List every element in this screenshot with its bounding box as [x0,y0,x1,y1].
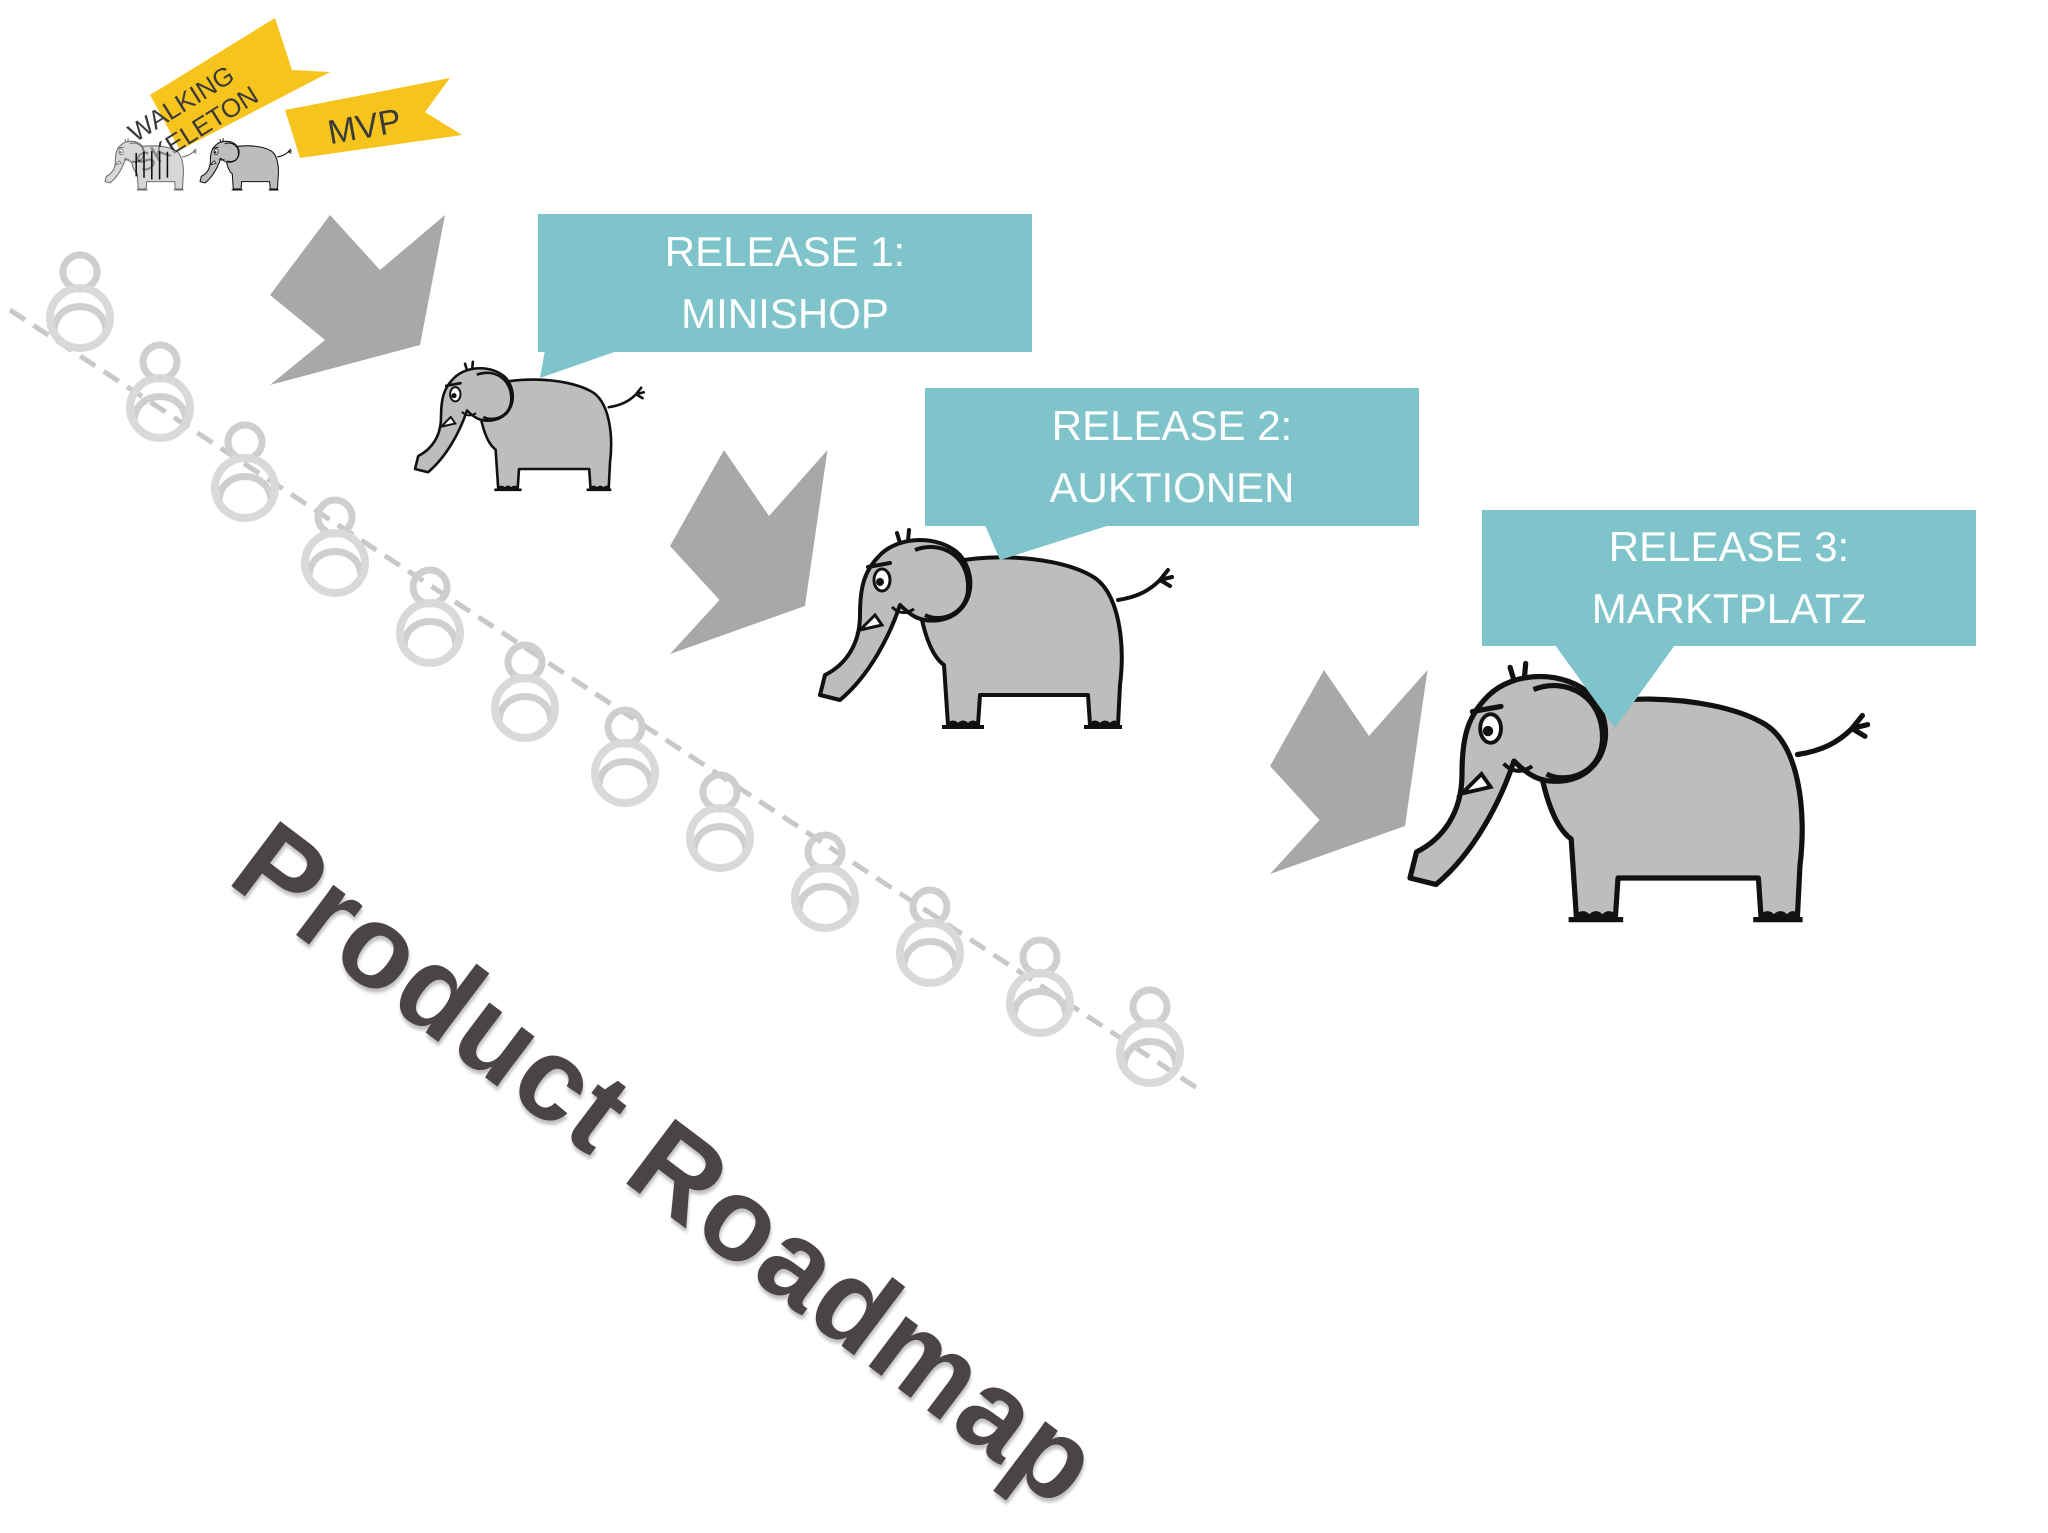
mvp-banner: MVP [285,78,462,158]
release-2-title: RELEASE 2: [1051,402,1293,449]
arrow-icon [670,450,828,654]
arrow-icon [1270,670,1428,874]
roadmap-diagram: WALKINGSKELETON MVP [8,18,2048,1093]
callout-tail [1555,645,1675,728]
release-1-title: RELEASE 1: [664,228,906,275]
people-trail-icon [8,255,1202,1093]
release-3-name: MARKTPLATZ [1591,585,1867,632]
release-2-callout: RELEASE 2: AUKTIONEN [925,388,1419,526]
mvp-elephant-icon [199,138,293,191]
release-1-name: MINISHOP [681,290,889,337]
arrow-icon [270,215,445,385]
walking-skeleton-icon [104,138,198,191]
release-3-title: RELEASE 3: [1608,523,1850,570]
release-1-callout: RELEASE 1: MINISHOP [538,214,1032,352]
callout-tail [985,525,1110,560]
release-2-name: AUKTIONEN [1049,464,1295,511]
elephant-icon [1410,664,1868,920]
release-3-callout: RELEASE 3: MARKTPLATZ [1482,510,1976,646]
elephant-icon [818,528,1174,729]
callout-tail [540,350,620,378]
elephant-icon [413,360,646,492]
